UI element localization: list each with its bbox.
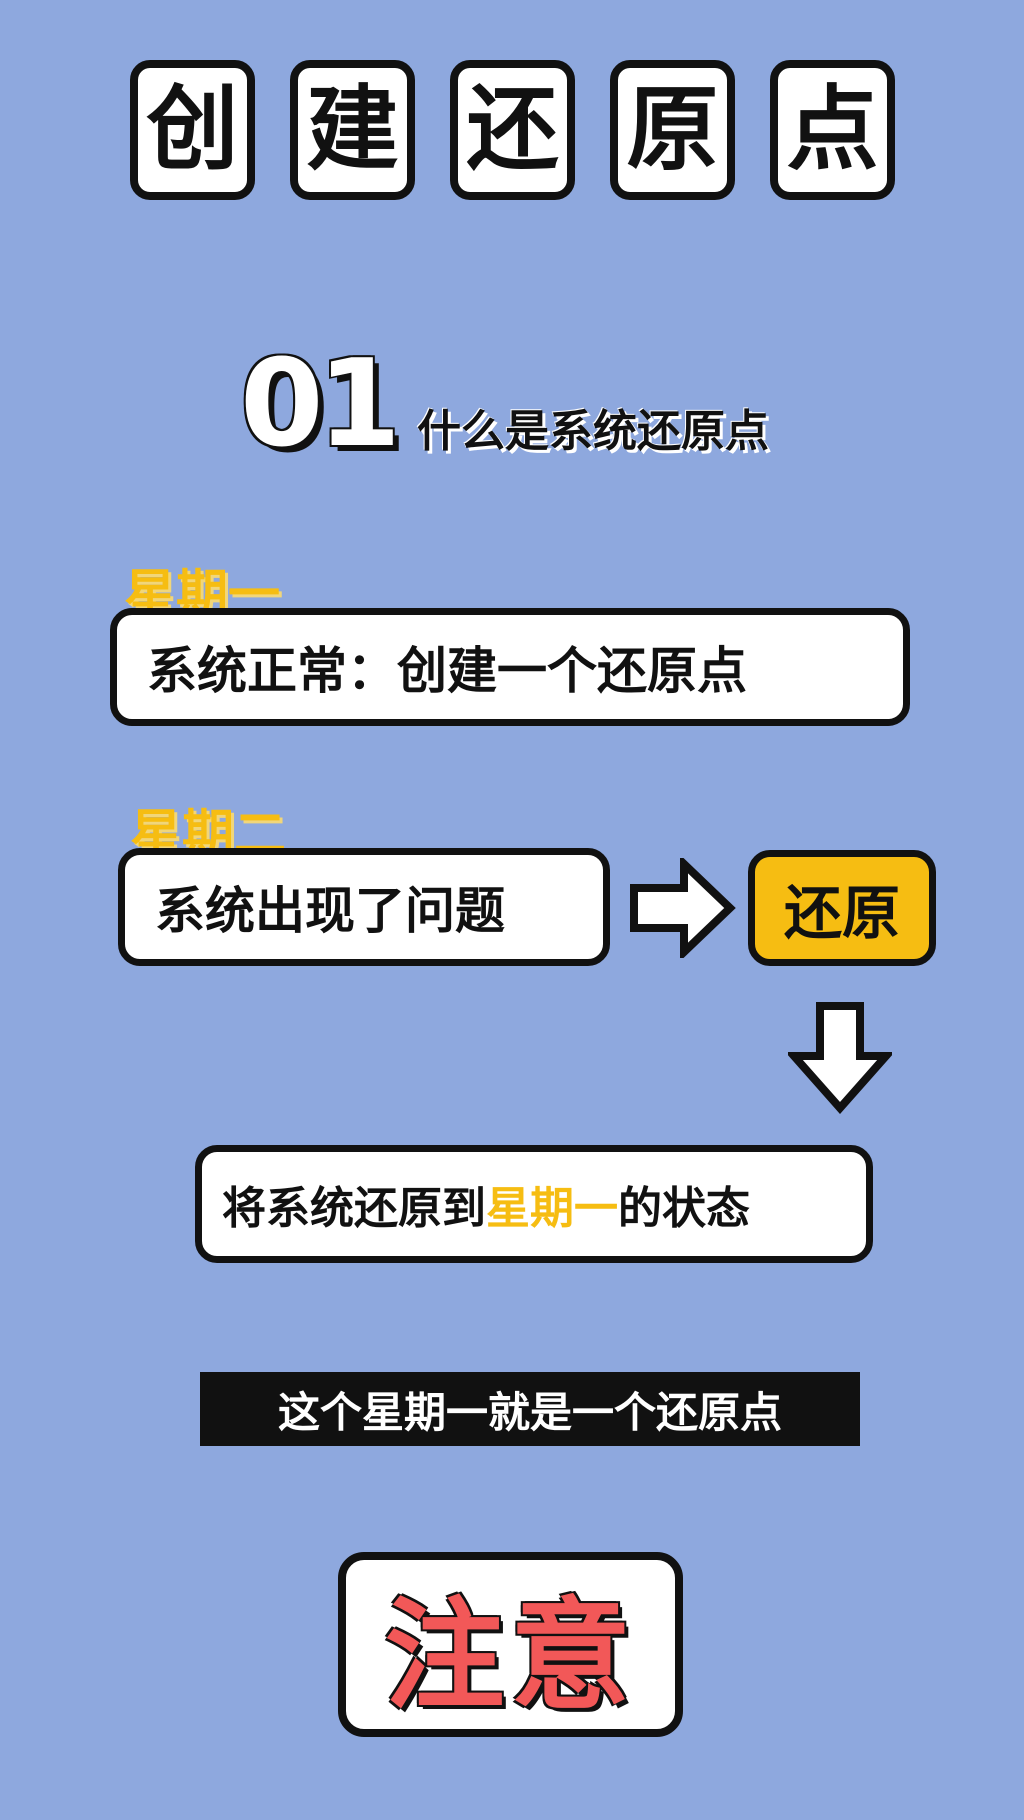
title-char-tile: 还 [450,60,575,200]
section-title: 什么是系统还原点 [417,406,769,457]
restore-box-text: 还原 [783,879,900,947]
restore-box: 还原 [748,850,936,966]
title-char-tile: 建 [290,60,415,200]
section-number: 01 [240,335,401,474]
right-arrow-icon [630,858,736,958]
down-arrow-icon [788,1002,892,1114]
title-char-tile: 点 [770,60,895,200]
tuesday-box-text: 系统出现了问题 [155,882,505,940]
notice-text: 注意 [384,1586,637,1726]
title-char-tile: 原 [610,60,735,200]
monday-box-text: 系统正常：创建一个还原点 [147,642,747,700]
section-heading: 01 什么是系统还原点 [240,345,769,465]
notice-box: 注意 [338,1552,683,1737]
result-prefix: 将系统还原到 [222,1183,486,1234]
result-box: 将系统还原到星期一的状态 [195,1145,873,1263]
banner-text: 这个星期一就是一个还原点 [277,1387,782,1437]
restore-point-banner: 这个星期一就是一个还原点 [200,1372,860,1446]
result-suffix: 的状态 [618,1183,750,1234]
title-row: 创 建 还 原 点 [130,60,895,200]
monday-box: 系统正常：创建一个还原点 [110,608,910,726]
tuesday-box: 系统出现了问题 [118,848,610,966]
result-highlight: 星期一 [486,1183,618,1234]
title-char-tile: 创 [130,60,255,200]
